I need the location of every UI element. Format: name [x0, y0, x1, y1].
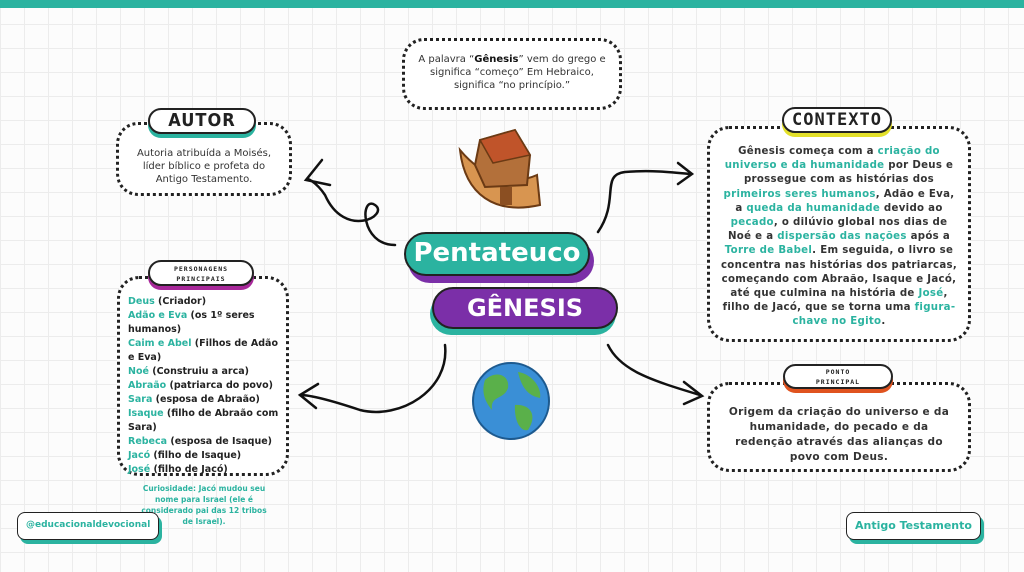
- top-bar: [0, 0, 1024, 8]
- footer-testament: Antigo Testamento: [846, 512, 981, 540]
- character-item: Jacó (filho de Isaque): [128, 449, 280, 463]
- character-item: Isaque (filho de Abraão com Sara): [128, 407, 280, 435]
- globe-icon: [472, 362, 550, 440]
- contexto-segment: , Adão e Eva, a: [735, 188, 955, 214]
- character-name: Noé: [128, 366, 149, 377]
- arrow-to-contexto: [596, 169, 692, 234]
- character-name: Deus: [128, 296, 155, 307]
- character-desc: (patriarca do povo): [166, 380, 273, 391]
- personagens-title-line1: PERSONAGENS: [173, 265, 229, 273]
- character-desc: (esposa de Abraão): [152, 394, 260, 405]
- contexto-box: Gênesis começa com a criação do universo…: [707, 126, 971, 342]
- ponto-box: Origem da criação do universo e da human…: [707, 382, 971, 472]
- contexto-highlight: criação do universo e da humanidade: [724, 146, 940, 172]
- autor-box: Autoria atribuída a Moisés, líder bíblic…: [116, 122, 292, 196]
- ponto-title: PONTO PRINCIPAL: [783, 364, 893, 389]
- character-desc: (filho de Isaque): [150, 450, 242, 461]
- character-desc: (filho de Jacó): [150, 464, 228, 475]
- arrow-to-personagens: [298, 343, 447, 414]
- character-desc: (esposa de Isaque): [167, 436, 272, 447]
- contexto-segment: , o dilúvio global nos dias de Noé e a: [727, 217, 948, 243]
- character-name: Abraão: [128, 380, 167, 391]
- character-item: Abraão (patriarca do povo): [128, 379, 280, 393]
- arrow-to-autor: [307, 178, 397, 247]
- character-item: Sara (esposa de Abraão): [128, 393, 280, 407]
- arrow-to-personagens-head: [297, 382, 320, 410]
- character-name: Jacó: [128, 450, 151, 461]
- contexto-title: CONTEXTO: [782, 107, 892, 133]
- character-item: Rebeca (esposa de Isaque): [128, 435, 280, 449]
- character-name: Adão e Eva: [128, 310, 188, 321]
- contexto-text: Gênesis começa com a criação do universo…: [720, 145, 958, 330]
- contexto-highlight: dispersão das nações: [777, 231, 907, 243]
- contexto-segment: devido ao: [880, 202, 943, 214]
- contexto-highlight: Torre de Babel: [724, 245, 813, 257]
- contexto-segment: . Em seguida, o livro se concentra nas h…: [720, 245, 958, 300]
- contexto-segment: , filho de Jacó, que se torna uma: [722, 288, 948, 314]
- contexto-segment: por Deus e prossegue com as histórias do…: [743, 160, 954, 186]
- character-item: José (filho de Jacó): [128, 463, 280, 477]
- character-desc: (filho de Abraão com Sara): [128, 408, 279, 433]
- contexto-highlight: pecado: [730, 217, 774, 229]
- character-item: Caim e Abel (Filhos de Adão e Eva): [128, 337, 280, 365]
- arrow-to-contexto-head: [676, 161, 695, 186]
- noahs-ark-icon: [458, 128, 542, 209]
- character-name: Isaque: [128, 408, 164, 419]
- contexto-segment: .: [881, 316, 886, 328]
- character-item: Adão e Eva (os 1º seres humanos): [128, 309, 280, 337]
- ponto-text: Origem da criação do universo e da human…: [728, 406, 950, 463]
- character-desc: (os 1º seres humanos): [128, 310, 255, 335]
- ponto-title-line1: PONTO: [825, 368, 851, 376]
- footer-handle: @educacionaldevocional: [17, 512, 160, 540]
- personagens-title: PERSONAGENS PRINCIPAIS: [148, 260, 254, 286]
- character-name: Sara: [128, 394, 153, 405]
- contexto-segment: Gênesis começa com a: [738, 146, 878, 157]
- ponto-title-line2: PRINCIPAL: [815, 378, 861, 386]
- contexto-highlight: primeiros seres humanos: [723, 188, 876, 200]
- etymology-box: A palavra “Gênesis” vem do grego e signi…: [402, 38, 622, 110]
- character-name: Caim e Abel: [128, 338, 192, 349]
- personagens-list: Deus (Criador)Adão e Eva (os 1º seres hu…: [128, 295, 280, 477]
- personagens-title-line2: PRINCIPAIS: [176, 275, 226, 283]
- autor-title: AUTOR: [148, 108, 256, 134]
- autor-text: Autoria atribuída a Moisés, líder bíblic…: [136, 148, 272, 185]
- genesis-pill: GÊNESIS: [432, 287, 618, 329]
- character-desc: (Construiu a arca): [148, 366, 250, 377]
- personagens-box: Deus (Criador)Adão e Eva (os 1º seres hu…: [117, 276, 289, 526]
- contexto-highlight: queda da humanidade: [746, 202, 881, 214]
- character-item: Noé (Construiu a arca): [128, 365, 280, 379]
- pentateuco-pill: Pentateuco: [404, 232, 590, 276]
- etymology-text: A palavra “Gênesis” vem do grego e signi…: [418, 54, 606, 91]
- arrow-to-autor-head: [303, 158, 332, 187]
- character-desc: (Criador): [154, 296, 207, 307]
- contexto-segment: após a: [906, 231, 951, 243]
- character-name: José: [128, 464, 151, 475]
- contexto-highlight: figura-chave no Egito: [792, 302, 956, 328]
- character-name: Rebeca: [128, 436, 168, 447]
- contexto-highlight: José: [918, 288, 944, 300]
- arrow-to-ponto: [606, 343, 702, 397]
- arrow-to-ponto-head: [682, 380, 705, 406]
- curiosity-text: Curiosidade: Jacó mudou seu nome para Is…: [141, 484, 267, 526]
- character-desc: (Filhos de Adão e Eva): [128, 338, 278, 363]
- character-item: Deus (Criador): [128, 295, 280, 309]
